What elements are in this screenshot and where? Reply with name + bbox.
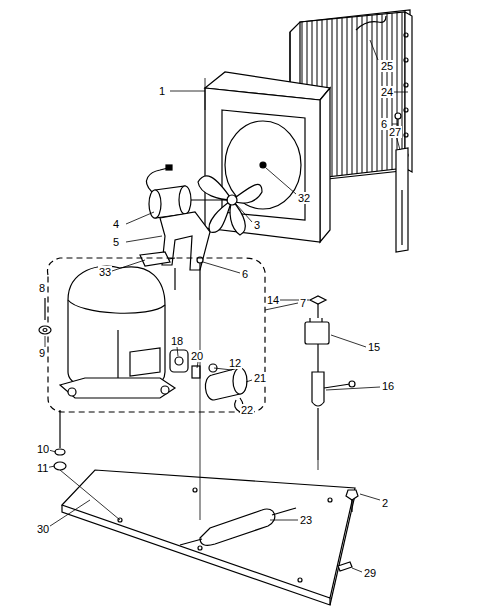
callout-number: 10 xyxy=(36,443,50,455)
callout-number: 16 xyxy=(381,380,395,392)
callout-number: 1 xyxy=(158,85,166,97)
relay-overload xyxy=(170,350,217,378)
callout-number: 11 xyxy=(36,462,49,474)
callout-number: 4 xyxy=(112,218,120,230)
drier xyxy=(180,508,296,545)
callout-number: 27 xyxy=(388,126,402,138)
callout-number: 18 xyxy=(170,335,184,347)
callout-number: 6 xyxy=(380,118,388,130)
callout-number: 30 xyxy=(36,523,50,535)
callout-number: 12 xyxy=(228,357,242,369)
fan-blade xyxy=(198,176,262,235)
compressor xyxy=(60,266,175,398)
base-plate xyxy=(62,470,355,598)
callout-number: 7 xyxy=(299,297,307,309)
callout-number: 20 xyxy=(190,350,204,362)
callout-number: 14 xyxy=(266,294,280,306)
fan-shroud xyxy=(205,88,320,242)
callout-number: 22 xyxy=(240,404,254,416)
callout-number: 23 xyxy=(299,514,313,526)
callout-number: 25 xyxy=(380,60,394,72)
callout-number: 5 xyxy=(112,236,120,248)
callout-number: 15 xyxy=(367,341,381,353)
callout-number: 9 xyxy=(38,347,46,359)
callout-number: 32 xyxy=(297,192,311,204)
callout-number: 3 xyxy=(253,219,261,231)
solenoid-valve xyxy=(305,318,329,344)
callout-number: 29 xyxy=(363,567,377,579)
callout-number: 33 xyxy=(98,266,112,278)
callout-number: 21 xyxy=(253,372,267,384)
compressor-assembly-outline xyxy=(48,258,266,412)
callout-number: 6 xyxy=(241,268,249,280)
capacitor xyxy=(205,368,247,400)
callout-number: 24 xyxy=(380,86,394,98)
callout-number: 2 xyxy=(381,497,389,509)
leader-lines xyxy=(45,40,408,572)
callout-number: 8 xyxy=(38,282,46,294)
